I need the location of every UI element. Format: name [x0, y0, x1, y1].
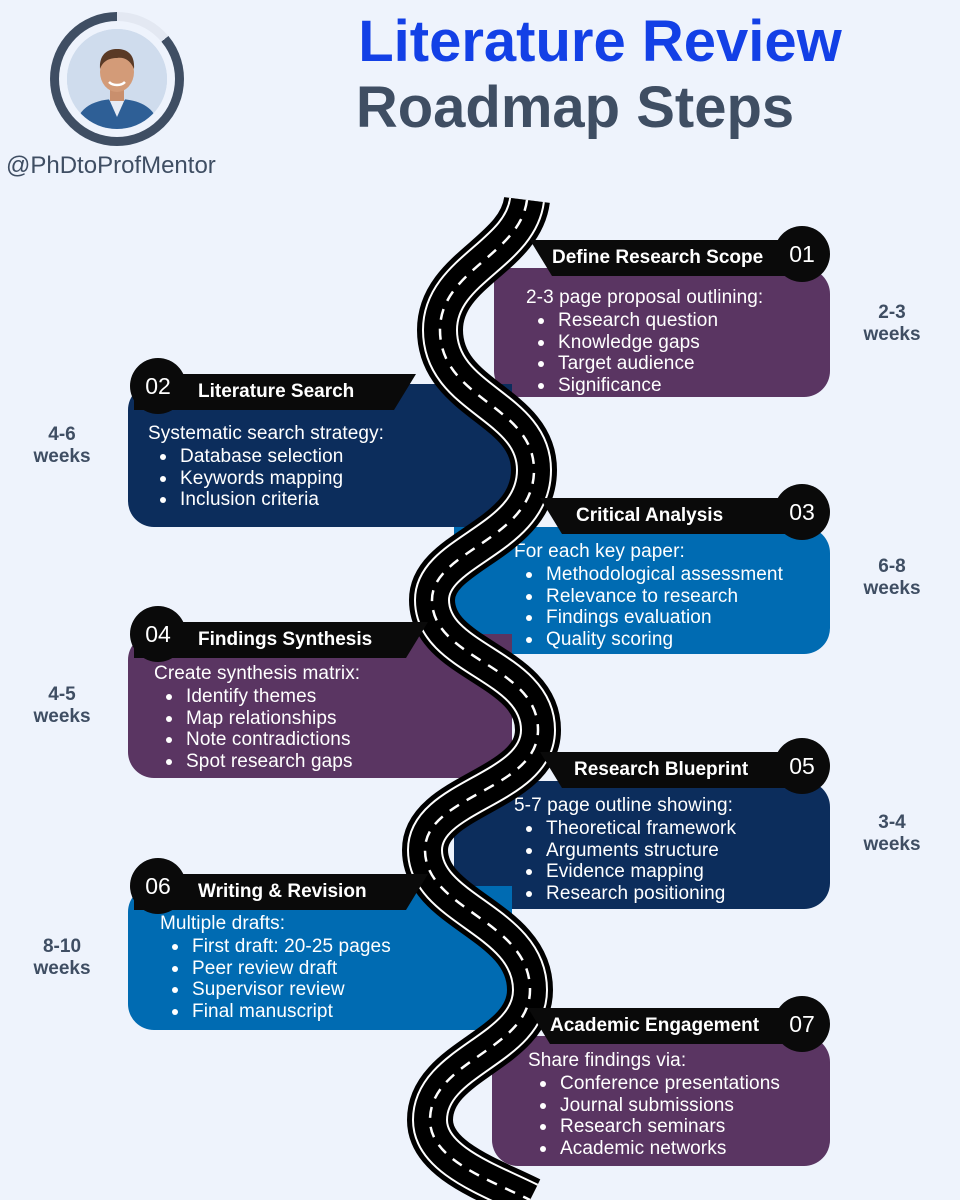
step-01-title: Define Research Scope — [530, 240, 810, 276]
step-01-number: 01 — [774, 226, 830, 282]
step-03-number: 03 — [774, 484, 830, 540]
page-title: Literature Review — [358, 9, 842, 74]
list-item: Journal submissions — [540, 1095, 830, 1117]
step-07-title: Academic Engagement — [528, 1008, 812, 1044]
step-07-bullets: Conference presentations Journal submiss… — [528, 1073, 830, 1160]
list-item: Keywords mapping — [160, 468, 512, 490]
list-item: Quality scoring — [526, 629, 830, 651]
list-item: Database selection — [160, 446, 512, 468]
avatar-photo — [67, 29, 167, 129]
list-item: First draft: 20-25 pages — [172, 936, 512, 958]
step-02-lead: Systematic search strategy: — [148, 423, 385, 444]
list-item: Target audience — [538, 353, 830, 375]
author-handle: @PhDtoProfMentor — [6, 152, 216, 179]
step-01-bullets: Research question Knowledge gaps Target … — [526, 310, 830, 397]
page-subtitle: Roadmap Steps — [355, 75, 795, 140]
list-item: Spot research gaps — [166, 751, 512, 773]
step-06-bullets: First draft: 20-25 pages Peer review dra… — [160, 936, 512, 1023]
list-item: Findings evaluation — [526, 607, 830, 629]
list-item: Methodological assessment — [526, 564, 830, 586]
step-05-title: Research Blueprint — [540, 752, 790, 788]
list-item: Relevance to research — [526, 586, 830, 608]
list-item: Map relationships — [166, 708, 512, 730]
list-item: Theoretical framework — [526, 818, 830, 840]
step-05-lead: 5-7 page outline showing: — [514, 795, 734, 816]
step-04-lead: Create synthesis matrix: — [154, 663, 361, 684]
step-01-lead: 2-3 page proposal outlining: — [526, 287, 764, 308]
list-item: Arguments structure — [526, 840, 830, 862]
list-item: Conference presentations — [540, 1073, 830, 1095]
list-item: Inclusion criteria — [160, 489, 512, 511]
step-07-number: 07 — [774, 996, 830, 1052]
list-item: Research question — [538, 310, 830, 332]
avatar — [50, 12, 184, 146]
step-04-bullets: Identify themes Map relationships Note c… — [154, 686, 512, 773]
list-item: Final manuscript — [172, 1001, 512, 1023]
step-05-card: 5-7 page outline showing: Theoretical fr… — [454, 781, 830, 909]
step-03-card: For each key paper: Methodological asses… — [454, 527, 830, 654]
step-03-title: Critical Analysis — [540, 498, 790, 534]
step-02-bullets: Database selection Keywords mapping Incl… — [148, 446, 512, 511]
step-07-card: Share findings via: Conference presentat… — [492, 1036, 830, 1166]
step-03-bullets: Methodological assessment Relevance to r… — [514, 564, 830, 651]
step-07-lead: Share findings via: — [528, 1050, 687, 1071]
step-05-bullets: Theoretical framework Arguments structur… — [514, 818, 830, 905]
list-item: Knowledge gaps — [538, 332, 830, 354]
step-06-number: 06 — [130, 858, 186, 914]
list-item: Supervisor review — [172, 979, 512, 1001]
person-portrait-icon — [67, 29, 167, 129]
list-item: Research positioning — [526, 883, 830, 905]
list-item: Academic networks — [540, 1138, 830, 1160]
step-02-number: 02 — [130, 358, 186, 414]
list-item: Evidence mapping — [526, 861, 830, 883]
list-item: Peer review draft — [172, 958, 512, 980]
step-03-lead: For each key paper: — [514, 541, 685, 562]
step-01-card: 2-3 page proposal outlining: Research qu… — [494, 268, 830, 397]
step-05-number: 05 — [774, 738, 830, 794]
list-item: Research seminars — [540, 1116, 830, 1138]
avatar-inner-ring — [59, 21, 175, 137]
step-04-number: 04 — [130, 606, 186, 662]
list-item: Identify themes — [166, 686, 512, 708]
list-item: Note contradictions — [166, 729, 512, 751]
list-item: Significance — [538, 375, 830, 397]
step-06-lead: Multiple drafts: — [160, 913, 286, 934]
